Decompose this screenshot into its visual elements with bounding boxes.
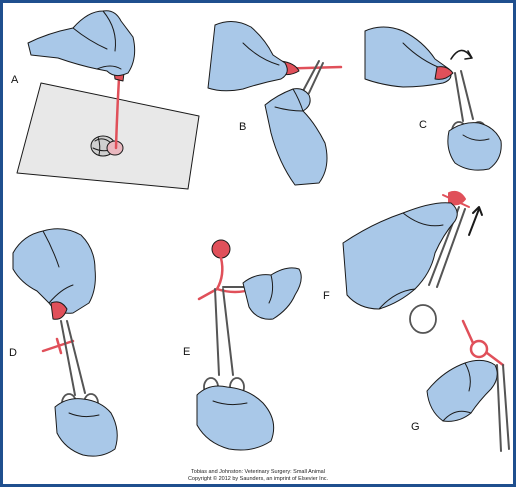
panel-label-g: G xyxy=(411,421,420,433)
panel-g-drawing xyxy=(426,319,510,452)
suture-strand xyxy=(197,256,255,301)
credit-line-2: Copyright © 2012 by Saunders, an imprint… xyxy=(187,475,329,482)
needle-holder-c xyxy=(454,70,474,122)
forceps-b xyxy=(302,60,324,94)
panel-e-drawing xyxy=(196,239,302,451)
hand-d-upper xyxy=(12,228,96,314)
panel-label-d: D xyxy=(9,347,17,359)
hand-c-lower xyxy=(447,122,502,171)
hand-b-upper xyxy=(207,21,288,92)
panel-label-a: A xyxy=(11,74,19,86)
hand-e-lower xyxy=(196,385,275,451)
suture-strand xyxy=(461,319,505,367)
hand-c-upper xyxy=(364,26,452,88)
panel-label-f: F xyxy=(323,290,330,302)
credit-line-1: Tobias and Johnston: Veterinary Surgery:… xyxy=(191,469,325,475)
panel-a-drawing xyxy=(16,10,200,190)
suture-knot xyxy=(434,66,454,80)
suture-knot xyxy=(50,301,68,320)
needle-holder-e xyxy=(214,288,234,376)
figure-frame: A B C D E F G Tobias and Johnston: Veter… xyxy=(3,3,513,484)
hand-d-lower xyxy=(54,398,118,457)
panel-f-drawing xyxy=(342,190,483,334)
panel-label-c: C xyxy=(419,119,427,131)
panel-c-drawing xyxy=(364,26,502,171)
copyright-credit: Tobias and Johnston: Veterinary Surgery:… xyxy=(3,469,513,482)
hand-a xyxy=(27,10,136,77)
hand-b-lower xyxy=(264,88,328,186)
suture-strand xyxy=(41,337,75,355)
rotation-arrow xyxy=(450,49,472,60)
needle-holder-d xyxy=(60,320,86,396)
panel-b-drawing xyxy=(207,21,343,186)
forceps-g xyxy=(496,364,510,452)
suture-strand xyxy=(114,76,121,150)
suture-loop xyxy=(469,339,489,359)
panel-d-drawing xyxy=(12,228,118,457)
hand-g xyxy=(426,359,498,422)
panel-label-b: B xyxy=(239,121,247,133)
illustration xyxy=(12,10,510,457)
drape xyxy=(16,82,200,190)
direction-arrow xyxy=(468,208,480,236)
panel-label-e: E xyxy=(183,346,191,358)
suture-loop xyxy=(211,239,231,259)
